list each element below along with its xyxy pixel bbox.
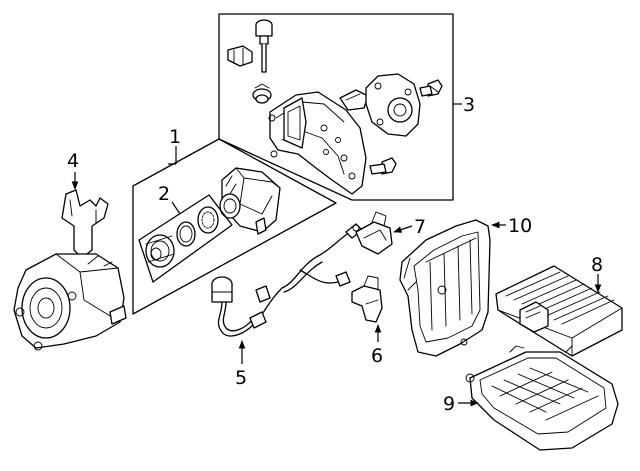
callout-9: 9 — [443, 393, 455, 415]
part-3-bracket-assembly — [227, 19, 443, 195]
callout-6: 6 — [371, 345, 383, 367]
callout-2: 2 — [158, 183, 170, 205]
callout-8: 8 — [591, 254, 603, 276]
part-4-motor-housing — [13, 189, 127, 351]
callout-7: 7 — [414, 216, 426, 238]
callout-5: 5 — [235, 367, 247, 389]
part-1-camera-assembly — [138, 167, 281, 283]
part-9-tray — [465, 345, 619, 451]
group-box-2 — [138, 194, 233, 283]
part-5-wiring-harness — [211, 223, 363, 337]
group-box-3 — [218, 13, 454, 201]
leader-7 — [393, 225, 413, 233]
callout-10: 10 — [508, 215, 532, 237]
group-box-1 — [132, 138, 337, 315]
part-10-cover — [399, 219, 491, 357]
part-6-connector — [351, 275, 383, 323]
leader-2 — [171, 201, 181, 215]
part-7-clip — [355, 211, 393, 255]
callout-1: 1 — [169, 126, 181, 148]
callout-4: 4 — [67, 150, 79, 172]
part-8-control-module — [495, 265, 623, 357]
callout-3: 3 — [463, 94, 475, 116]
